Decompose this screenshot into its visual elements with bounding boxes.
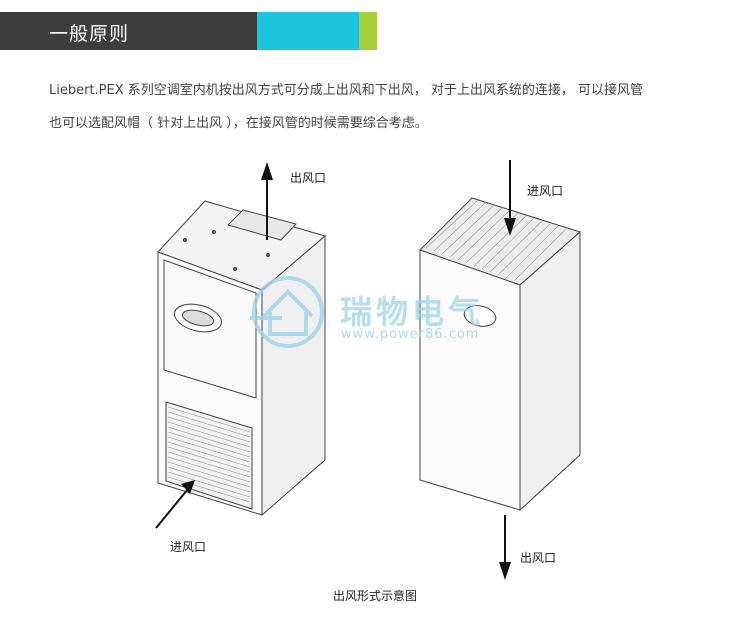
airflow-diagram <box>155 160 581 580</box>
left-unit <box>157 200 327 517</box>
left-outlet-arrow <box>261 162 273 240</box>
left-inlet-arrow <box>155 480 195 529</box>
right-unit <box>419 197 581 512</box>
watermark-brand: 瑞物电气 <box>340 293 485 331</box>
header-cyan-block <box>257 12 359 50</box>
figure-caption: 出风形式示意图 <box>332 589 417 603</box>
watermark-logo-icon <box>250 276 324 348</box>
watermark-url: www.power86.com <box>341 327 480 342</box>
left-outlet-label: 出风口 <box>290 171 327 185</box>
left-inlet-label: 进风口 <box>170 540 207 554</box>
header-green-block <box>359 12 377 50</box>
left-unit-side <box>261 234 326 517</box>
body-line-1: Liebert.PEX 系列空调室内机按出风方式可分成上出风和下出风， 对于上出… <box>49 83 644 98</box>
right-unit-display <box>463 305 497 327</box>
right-outlet-label: 出风口 <box>520 551 557 565</box>
left-unit-louvre-slats <box>167 406 251 503</box>
section-title: 一般原则 <box>49 23 130 45</box>
right-outlet-arrow <box>499 515 511 580</box>
right-inlet-label: 进风口 <box>527 184 564 198</box>
body-line-2: 也可以选配风帽（ 针对上出风 ），在接风管的时候需要综合考虑。 <box>49 116 428 131</box>
header-dark-block <box>0 12 257 50</box>
right-inlet-arrow <box>504 160 516 236</box>
section-header: 一般原则 <box>0 12 378 50</box>
left-unit-top-opening <box>227 209 297 241</box>
right-unit-side <box>519 230 581 512</box>
